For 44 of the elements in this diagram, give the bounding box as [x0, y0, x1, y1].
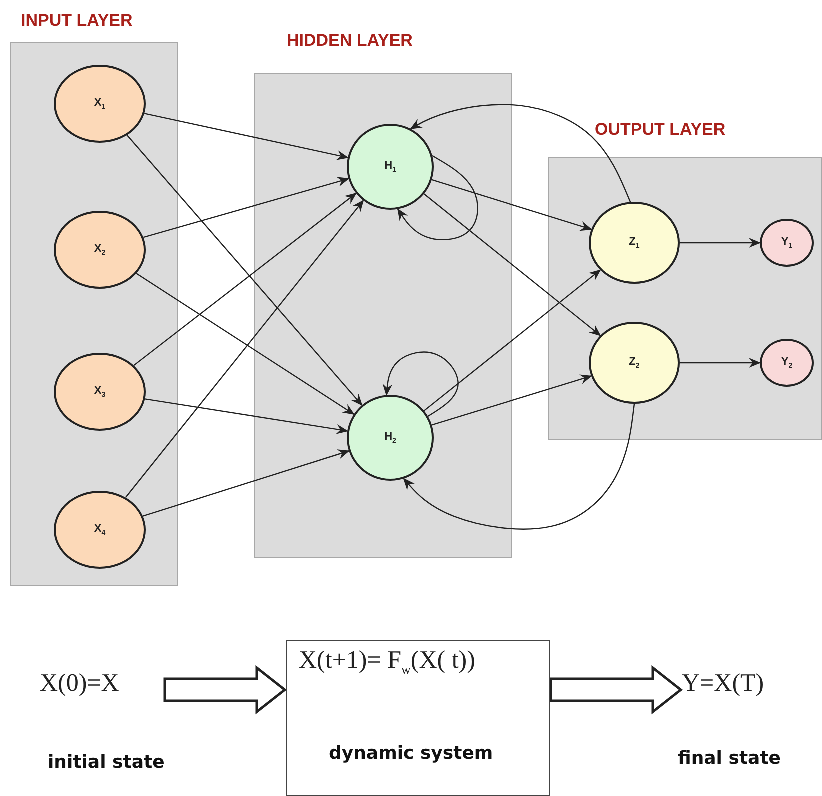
neuron-circle [347, 124, 434, 210]
arrow [432, 374, 592, 426]
loop-arrow [398, 155, 478, 240]
block-arrow [164, 665, 288, 715]
neuron-label: H$_{2}$ [384, 430, 396, 446]
block-arrow [550, 665, 684, 715]
neuron-circle [760, 219, 814, 267]
neuron-label: Z$_{2}$ [629, 356, 640, 370]
neuron-label: X$_{4}$ [94, 522, 106, 538]
arrow [134, 192, 358, 366]
arrow [136, 273, 355, 415]
arrow [680, 238, 761, 248]
arrow [680, 358, 761, 368]
neuron-label: Y$_{1}$ [781, 236, 793, 250]
arrow [142, 450, 350, 517]
state-caption: final state [678, 748, 782, 769]
box-label: dynamic system [329, 743, 494, 764]
neuron-label: X$_{2}$ [94, 242, 106, 258]
arrow [145, 398, 349, 434]
formula-text: X(0)=X [40, 670, 120, 698]
layer-heading: OUTPUT LAYER [595, 120, 726, 140]
arrow [144, 113, 349, 160]
neuron-circle [347, 395, 434, 481]
neuron-circle [760, 339, 814, 387]
process-box [286, 640, 550, 796]
layer-heading: HIDDEN LAYER [287, 31, 413, 51]
arrow [432, 179, 592, 232]
state-caption: initial state [48, 752, 165, 773]
formula-text: X(t+1)= F$_{w}$(X( t)) [299, 647, 476, 678]
arrow [424, 194, 602, 336]
arrow [403, 404, 636, 530]
neuron-label: X$_{1}$ [94, 96, 106, 112]
arrow [126, 135, 363, 406]
neuron-label: Y$_{2}$ [781, 356, 793, 370]
neuron-label: Z$_{1}$ [629, 236, 640, 250]
neuron-label: H$_{1}$ [384, 160, 396, 174]
arrow [125, 200, 364, 498]
arrow [143, 177, 350, 238]
arrow [410, 104, 632, 202]
neuron-label: X$_{3}$ [94, 384, 106, 400]
layer-heading: INPUT LAYER [21, 11, 133, 31]
arrow [424, 270, 602, 412]
loop-arrow [382, 352, 459, 417]
formula-text: Y=X(T) [682, 670, 764, 698]
